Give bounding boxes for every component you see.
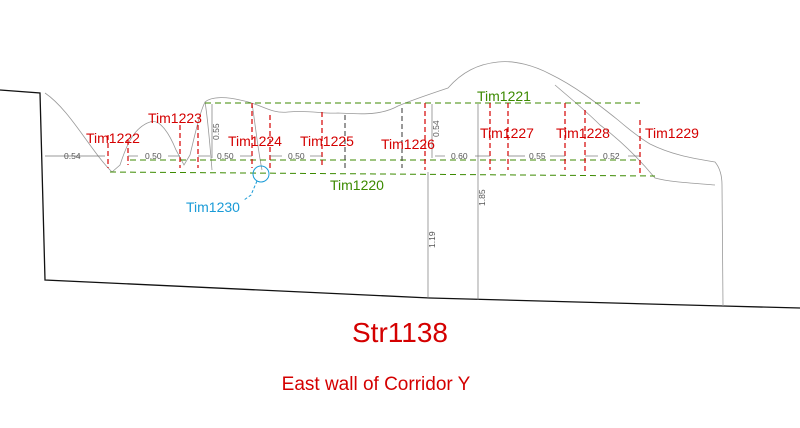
dimension-label: 0.50: [217, 151, 234, 161]
dimension-label: 0.54: [64, 151, 81, 161]
label-tim1222: Tim1222: [86, 130, 140, 146]
label-tim1220: Tim1220: [330, 177, 384, 193]
label-tim1230: Tim1230: [186, 199, 240, 215]
wall-profile-inner: [204, 84, 716, 186]
spacing-dimension-labels: 0.54 0.50 0.50 0.50 0.60 0.55 0.52: [64, 151, 620, 161]
dimension-label: 0.50: [145, 151, 162, 161]
label-tim1225: Tim1225: [300, 133, 354, 149]
ground-outline: [0, 89, 800, 309]
structure-subtitle: East wall of Corridor Y: [282, 374, 471, 395]
dimension-label: 0.55: [211, 123, 221, 140]
label-tim1228: Tim1228: [556, 125, 610, 141]
dimension-label: 1.85: [477, 189, 487, 206]
label-tim1224: Tim1224: [228, 133, 282, 149]
wall-profile: [44, 61, 724, 307]
label-tim1221: Tim1221: [477, 88, 531, 104]
dimension-label: 0.50: [288, 151, 305, 161]
vertical-dimension-labels: 0.55 0.54 1.19 1.85: [211, 120, 487, 248]
dimension-label: 0.60: [451, 151, 468, 161]
dimension-label: 0.54: [431, 120, 441, 137]
tim1230-leader: [243, 180, 258, 201]
structure-title: Str1138: [352, 317, 448, 348]
vertical-dimension-lines: [211, 104, 479, 300]
black-posts: [344, 108, 403, 168]
tim1230-callout-circle: [252, 165, 270, 183]
dimension-label: 0.52: [603, 151, 620, 161]
dimension-label: 1.19: [427, 231, 437, 248]
label-tim1226: Tim1226: [381, 136, 435, 152]
timber-labels: Tim1222 Tim1223 Tim1224 Tim1225 Tim1226 …: [86, 88, 699, 215]
beam-tim1220-line: [109, 171, 656, 177]
label-tim1229: Tim1229: [645, 125, 699, 141]
dimension-label: 0.55: [529, 151, 546, 161]
red-timbers: [107, 103, 641, 174]
label-tim1223: Tim1223: [148, 110, 202, 126]
label-tim1227: Tim1227: [480, 125, 534, 141]
